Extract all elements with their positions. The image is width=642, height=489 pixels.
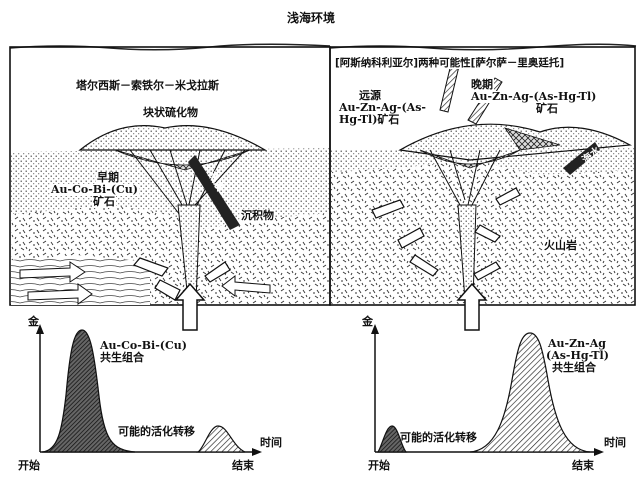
left-fluid-arrow <box>188 155 240 230</box>
left-peak-label-1: Au-Co-Bi-(Cu) <box>100 339 187 352</box>
massive-sulfide-label: 块状硫化物 <box>142 106 199 119</box>
right-header-label: [阿斯纳科利亚尔]两种可能性[萨尔萨－里奥廷托] <box>334 57 566 69</box>
right-peak-label-1: Au-Zn-Ag <box>548 337 606 350</box>
left-location-label: 塔尔西斯－索铁尔－米戈拉斯 <box>76 79 219 92</box>
left-time-graph <box>36 324 262 456</box>
left-block-diagram <box>9 43 331 331</box>
left-sediment-layer <box>11 148 329 230</box>
right-seawater-arrow <box>563 142 600 175</box>
left-remobilization-peak <box>196 425 246 453</box>
early-ore-suffix-label: 矿石 <box>92 195 116 208</box>
left-end-label: 结束 <box>232 459 254 472</box>
right-frame <box>329 46 636 306</box>
right-early-peak <box>376 425 408 453</box>
right-x-axis-label: 时间 <box>604 436 626 449</box>
left-start-label: 开始 <box>18 459 40 472</box>
diagram-title: 浅海环境 <box>287 11 336 25</box>
right-remobilization-label: 可能的活化转移 <box>400 431 477 444</box>
early-stage-label: 早期 <box>96 171 120 184</box>
left-y-axis-label: 金 <box>28 315 39 328</box>
right-peak-label-3: 共生组合 <box>552 361 596 374</box>
left-x-axis-label: 时间 <box>260 436 282 449</box>
right-start-label: 开始 <box>368 459 390 472</box>
early-ore-label: Au-Co-Bi-(Cu) <box>50 183 139 196</box>
massive-sulfide-mound <box>78 125 268 151</box>
late-ore-suffix-label: 矿石 <box>535 102 559 115</box>
sediment-label: 沉积物 <box>240 209 275 222</box>
right-y-axis-label: 金 <box>362 315 373 328</box>
left-remobilization-label: 可能的活化转移 <box>118 425 195 438</box>
left-sea-surface <box>9 43 331 51</box>
late-ore-label: Au-Zn-Ag-(As-Hg-Tl) <box>470 90 598 103</box>
right-late-peak <box>469 332 591 453</box>
left-upward-arrow <box>174 282 206 331</box>
right-sea-surface <box>329 43 637 51</box>
distal-ore-label-2: Hg-Tl)矿石 <box>338 113 401 126</box>
right-peak-label-2: (As-Hg-Tl) <box>546 349 609 362</box>
distal-ore-label-1: Au-Zn-Ag-(As- <box>338 101 427 114</box>
right-upward-arrow <box>456 282 488 331</box>
right-time-graph <box>371 324 604 456</box>
late-stage-label: 晚期 <box>470 78 494 91</box>
volcanic-rock-label: 火山岩 <box>543 239 578 252</box>
distal-label: 远源 <box>358 89 382 102</box>
right-end-label: 结束 <box>572 459 594 472</box>
left-early-peak <box>41 329 136 453</box>
left-peak-label-2: 共生组合 <box>100 351 144 364</box>
